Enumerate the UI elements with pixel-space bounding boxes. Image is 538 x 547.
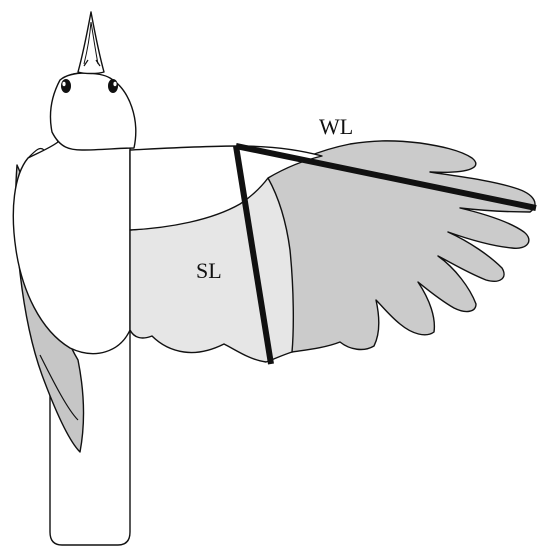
- wing-length-label: WL: [319, 116, 353, 138]
- eye-right: [108, 79, 118, 93]
- eye-left-highlight: [62, 82, 65, 86]
- secondary-length-label: SL: [196, 260, 222, 282]
- beak: [78, 12, 104, 74]
- outer-wing-primaries: [268, 141, 535, 352]
- eye-left: [61, 79, 71, 93]
- eye-right-highlight: [113, 82, 116, 86]
